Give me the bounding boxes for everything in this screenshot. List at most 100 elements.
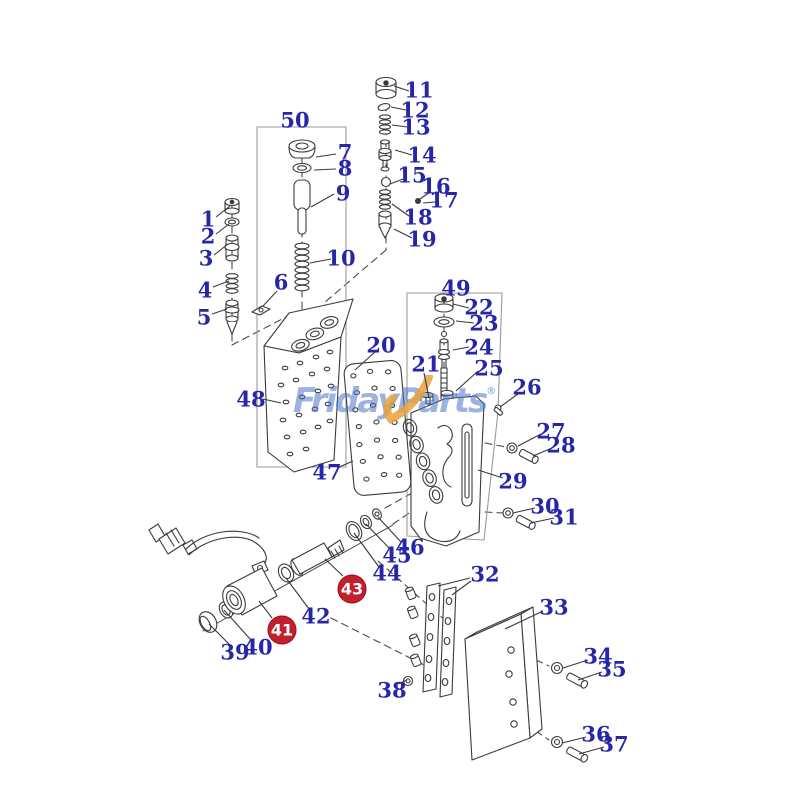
part-callout-44: 44: [372, 560, 402, 586]
watermark-registered-mark: ®: [486, 386, 497, 397]
leader-line-7: [315, 153, 337, 158]
leader-line-15: [389, 178, 404, 185]
leader-line-39: [208, 623, 230, 645]
needle-valve-kit-22-25-drawing: [425, 293, 455, 405]
leader-line-33: [504, 610, 544, 630]
part-callout-15: 15: [397, 162, 427, 188]
leader-line-26: [499, 393, 519, 408]
part-callout-39: 39: [220, 639, 250, 665]
part-callout-9: 9: [335, 180, 351, 206]
group-box-49: [406, 292, 503, 541]
part-callout-21: 21: [411, 351, 441, 377]
leader-line-4: [212, 280, 230, 288]
leader-line-45: [365, 523, 391, 550]
valve-body-48-drawing: [263, 298, 354, 473]
leader-line-42: [285, 577, 310, 610]
part-callout-23: 23: [469, 310, 499, 336]
left-valve-kit-drawing: [224, 197, 240, 335]
part-callout-30: 30: [530, 493, 560, 519]
part-callout-12: 12: [400, 97, 430, 123]
cable-connector: [148, 523, 198, 555]
leader-line-9: [310, 193, 335, 208]
leader-line-19: [393, 228, 413, 239]
leader-line-36: [561, 736, 587, 744]
part-callout-2: 2: [200, 223, 216, 249]
leader-line-40: [223, 609, 252, 641]
part-callout-24: 24: [464, 334, 494, 360]
part-callout-38: 38: [377, 677, 407, 703]
part-callout-4: 4: [197, 277, 213, 303]
leader-line-27: [517, 433, 542, 447]
leader-line-3: [213, 243, 229, 256]
leader-line-10: [309, 258, 332, 264]
part-badge-41[interactable]: 41: [267, 615, 297, 645]
plugs-38-drawing: [402, 586, 422, 687]
leader-line-2: [215, 223, 230, 235]
leader-line-43: [324, 558, 344, 577]
part-callout-33: 33: [539, 594, 569, 620]
leader-line-5: [211, 308, 228, 315]
part-callout-29: 29: [498, 468, 528, 494]
part-callout-10: 10: [326, 245, 356, 271]
part-callout-47: 47: [312, 459, 342, 485]
leader-line-1: [215, 205, 231, 218]
part-callout-5: 5: [196, 304, 212, 330]
part-callout-40: 40: [243, 634, 273, 660]
part-callout-16: 16: [421, 173, 451, 199]
leader-line-24: [452, 346, 470, 351]
manifold-block-29-drawing: [402, 389, 485, 547]
leader-line-17: [422, 201, 436, 204]
leader-line-30: [512, 507, 536, 514]
leader-line-8: [313, 168, 337, 171]
part-callout-26: 26: [512, 374, 542, 400]
part-callout-35: 35: [597, 656, 627, 682]
part-callout-17: 17: [429, 187, 459, 213]
part-callout-19: 19: [407, 226, 437, 252]
o-ring-46: [372, 508, 382, 520]
pilot-valve-kit-11-19-drawing: [375, 76, 422, 239]
leader-line-29: [477, 469, 504, 479]
part-callout-27: 27: [536, 418, 566, 444]
part-callout-22: 22: [464, 294, 494, 320]
leader-line-47: [336, 460, 354, 469]
o-ring-42: [277, 563, 295, 583]
part-callout-20: 20: [366, 332, 396, 358]
leader-line-41: [258, 600, 273, 619]
leader-line-22: [452, 303, 470, 309]
solenoid-assembly-drawing: [148, 508, 394, 633]
solenoid-coil-41: [222, 560, 278, 616]
part-callout-25: 25: [474, 355, 504, 381]
leader-line-11: [393, 85, 410, 92]
part-callout-46: 46: [395, 534, 425, 560]
gasket-strips-32-drawing: [422, 582, 457, 698]
part-callout-50: 50: [280, 107, 310, 133]
part-callout-45: 45: [382, 542, 412, 568]
leader-line-20: [354, 351, 376, 371]
leader-line-28: [532, 447, 553, 457]
part-callout-36: 36: [581, 721, 611, 747]
leader-line-35: [577, 671, 603, 681]
leader-line-13: [391, 124, 408, 128]
part-callout-1: 1: [200, 206, 216, 232]
part-badge-43[interactable]: 43: [337, 574, 367, 604]
leader-line-37: [578, 746, 605, 755]
part-callout-32: 32: [470, 561, 500, 587]
leader-line-32: [437, 577, 471, 587]
leader-line-25: [455, 370, 479, 392]
part-callout-49: 49: [441, 275, 471, 301]
fasteners-26-31-34-37-drawing: [493, 404, 589, 763]
part-callout-42: 42: [301, 603, 331, 629]
part-callout-37: 37: [599, 731, 629, 757]
part-callout-13: 13: [401, 114, 431, 140]
leader-line-6: [262, 290, 278, 307]
part-callout-34: 34: [583, 643, 613, 669]
part-callout-18: 18: [403, 204, 433, 230]
clip-part-6-drawing: [251, 305, 271, 316]
leader-line-44: [353, 532, 380, 568]
part-callout-7: 7: [337, 139, 353, 165]
leader-line-14: [394, 149, 413, 156]
